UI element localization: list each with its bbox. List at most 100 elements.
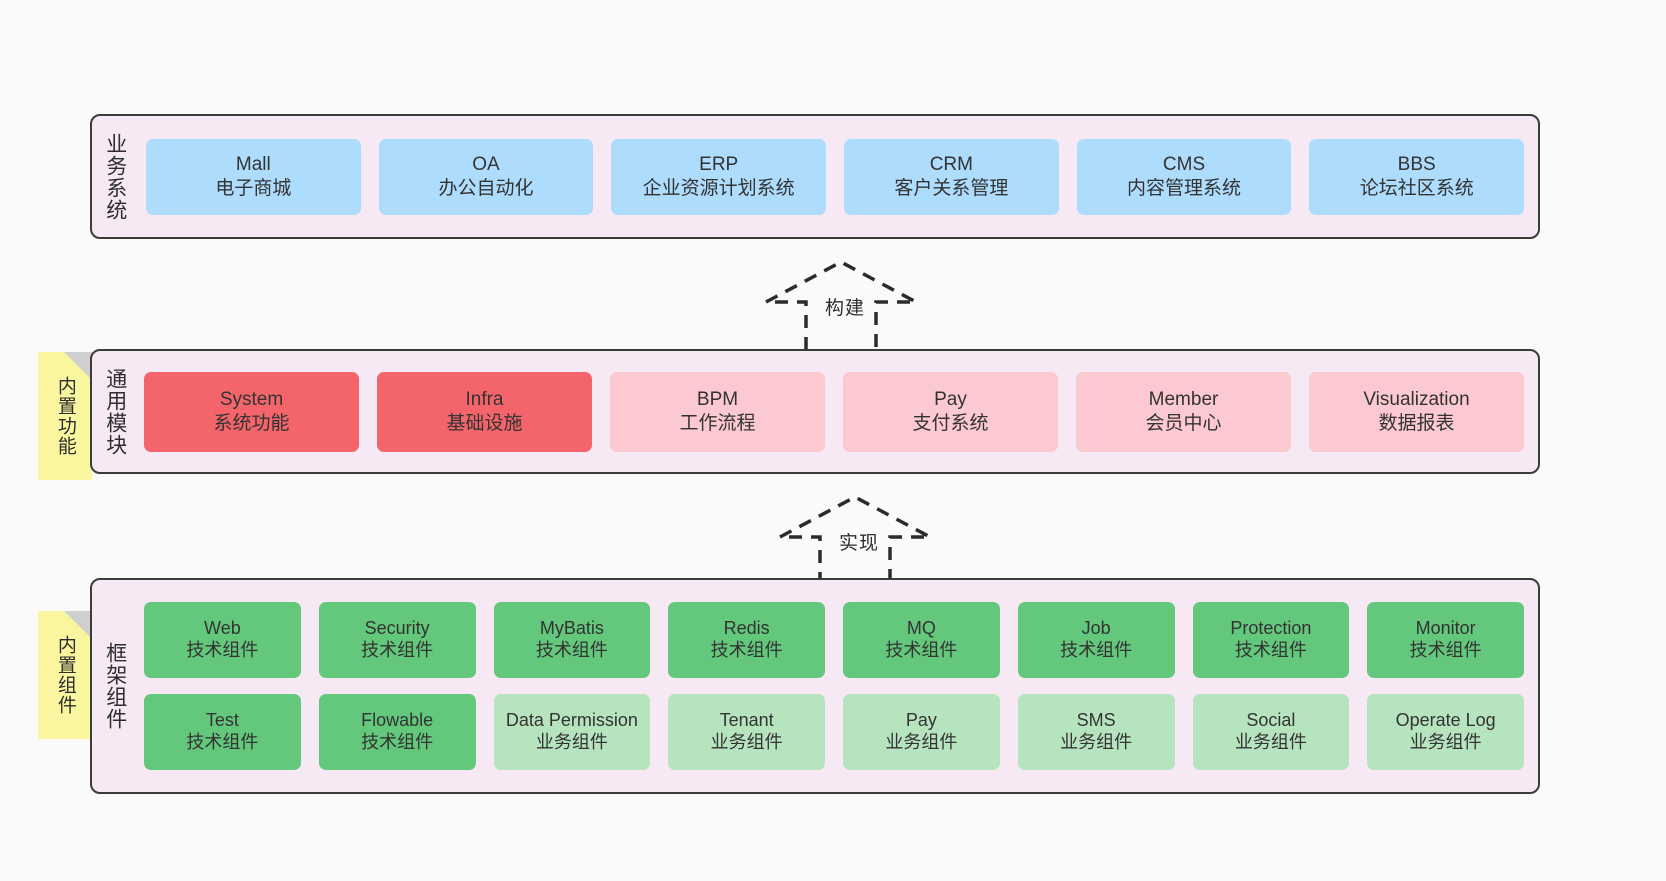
framework-card-job[interactable]: Job 技术组件: [1017, 602, 1175, 678]
card-subtitle: 客户关系管理: [894, 177, 1009, 199]
dashed-up-arrow-icon: [765, 260, 917, 350]
business-layer-title: 业务系统: [103, 132, 127, 221]
framework-component-layer: 框架组件 Web 技术组件 Security 技术组件 MyBatis 技术组件…: [90, 578, 1540, 794]
card-subtitle: 技术组件: [361, 640, 434, 660]
card-subtitle: 工作流程: [679, 412, 756, 434]
common-module-layer: 通用模块 System 系统功能 Infra 基础设施 BPM 工作流程 Pay: [90, 349, 1540, 474]
card-subtitle: 业务组件: [710, 732, 783, 752]
framework-card-data-permission[interactable]: Data Permission 业务组件: [493, 694, 651, 770]
card-subtitle: 技术组件: [885, 640, 958, 660]
card-subtitle: 业务组件: [1409, 732, 1482, 752]
card-title: MyBatis: [539, 618, 604, 639]
card-subtitle: 基础设施: [446, 412, 523, 434]
business-card-mall[interactable]: Mall 电子商城: [146, 138, 361, 215]
module-card-bpm[interactable]: BPM 工作流程: [610, 371, 825, 452]
module-layer-title: 通用模块: [103, 367, 127, 456]
card-subtitle: 技术组件: [1234, 640, 1307, 660]
card-subtitle: 技术组件: [1409, 640, 1482, 660]
card-title: Monitor: [1415, 618, 1476, 639]
card-title: Infra: [465, 389, 504, 411]
card-subtitle: 业务组件: [1234, 732, 1307, 752]
module-card-member[interactable]: Member 会员中心: [1076, 371, 1291, 452]
card-subtitle: 技术组件: [710, 640, 783, 660]
card-subtitle: 技术组件: [535, 640, 608, 660]
framework-card-mq[interactable]: MQ 技术组件: [843, 602, 1000, 678]
card-title: Data Permission: [505, 710, 638, 731]
card-subtitle: 技术组件: [186, 732, 259, 752]
card-subtitle: 电子商城: [215, 177, 292, 199]
card-title: Security: [364, 618, 430, 639]
business-card-erp[interactable]: ERP 企业资源计划系统: [611, 138, 827, 215]
card-title: Flowable: [361, 710, 434, 731]
card-title: Visualization: [1363, 389, 1470, 411]
card-subtitle: 系统功能: [213, 412, 290, 434]
framework-card-mybatis[interactable]: MyBatis 技术组件: [493, 602, 651, 678]
dashed-up-arrow-icon: [779, 495, 931, 585]
business-card-crm[interactable]: CRM 客户关系管理: [844, 138, 1059, 215]
common-module-row: System 系统功能 Infra 基础设施 BPM 工作流程 Pay 支付系统…: [144, 371, 1524, 452]
framework-card-protection[interactable]: Protection 技术组件: [1192, 602, 1350, 678]
framework-card-redis[interactable]: Redis 技术组件: [668, 602, 825, 678]
card-title: ERP: [699, 154, 739, 176]
framework-layer-title: 框架组件: [103, 642, 127, 730]
card-title: Operate Log: [1395, 710, 1496, 731]
framework-business-row: Test 技术组件 Flowable 技术组件 Data Permission …: [144, 694, 1524, 770]
card-subtitle: 业务组件: [1060, 732, 1133, 752]
card-title: Social: [1246, 710, 1296, 731]
card-title: BBS: [1397, 154, 1436, 176]
framework-card-social[interactable]: Social 业务组件: [1192, 694, 1350, 770]
module-card-infra[interactable]: Infra 基础设施: [377, 371, 592, 452]
framework-card-pay[interactable]: Pay 业务组件: [843, 694, 1000, 770]
framework-card-flowable[interactable]: Flowable 技术组件: [318, 694, 476, 770]
card-title: CMS: [1162, 154, 1206, 176]
card-title: SMS: [1076, 710, 1116, 731]
module-card-visualization[interactable]: Visualization 数据报表: [1309, 371, 1524, 452]
framework-card-monitor[interactable]: Monitor 技术组件: [1367, 602, 1524, 678]
business-card-bbs[interactable]: BBS 论坛社区系统: [1309, 138, 1525, 215]
card-subtitle: 会员中心: [1145, 412, 1222, 434]
card-subtitle: 技术组件: [361, 732, 434, 752]
build-arrow: 构建: [756, 258, 926, 350]
card-title: Redis: [723, 618, 770, 639]
card-subtitle: 论坛社区系统: [1359, 177, 1474, 199]
card-subtitle: 技术组件: [1060, 640, 1133, 660]
framework-card-web[interactable]: Web 技术组件: [144, 602, 301, 678]
card-title: OA: [472, 154, 500, 176]
framework-card-test[interactable]: Test 技术组件: [144, 694, 301, 770]
card-title: Protection: [1230, 618, 1312, 639]
sticky-label: 内置功能: [54, 376, 76, 456]
card-subtitle: 技术组件: [186, 640, 259, 660]
framework-card-operate-log[interactable]: Operate Log 业务组件: [1367, 694, 1524, 770]
card-title: Pay: [934, 389, 967, 411]
card-title: Test: [205, 710, 239, 731]
framework-card-tenant[interactable]: Tenant 业务组件: [668, 694, 825, 770]
card-title: Job: [1081, 618, 1111, 639]
module-card-system[interactable]: System 系统功能: [144, 371, 359, 452]
card-title: Mall: [235, 154, 271, 176]
card-subtitle: 企业资源计划系统: [642, 177, 795, 199]
card-subtitle: 内容管理系统: [1127, 177, 1242, 199]
card-subtitle: 办公自动化: [438, 177, 534, 199]
business-card-oa[interactable]: OA 办公自动化: [378, 138, 594, 215]
framework-layer-body: Web 技术组件 Security 技术组件 MyBatis 技术组件 Redi…: [138, 580, 1538, 792]
card-subtitle: 支付系统: [912, 412, 989, 434]
business-system-layer: 业务系统 Mall 电子商城 OA 办公自动化 ERP 企业资源计划系统 CRM: [90, 114, 1540, 239]
framework-tech-row: Web 技术组件 Security 技术组件 MyBatis 技术组件 Redi…: [144, 602, 1524, 678]
business-card-cms[interactable]: CMS 内容管理系统: [1076, 138, 1292, 215]
card-subtitle: 数据报表: [1378, 412, 1455, 434]
card-title: System: [219, 389, 284, 411]
card-subtitle: 业务组件: [535, 732, 608, 752]
build-arrow-label: 构建: [824, 298, 865, 319]
module-layer-body: System 系统功能 Infra 基础设施 BPM 工作流程 Pay 支付系统…: [138, 351, 1538, 472]
module-card-pay[interactable]: Pay 支付系统: [843, 371, 1058, 452]
implement-arrow: 实现: [770, 493, 940, 585]
framework-card-sms[interactable]: SMS 业务组件: [1017, 694, 1175, 770]
business-system-row: Mall 电子商城 OA 办公自动化 ERP 企业资源计划系统 CRM 客户关系…: [146, 138, 1525, 215]
sticky-label: 内置组件: [54, 635, 76, 715]
sticky-note-builtin-component: 内置组件: [38, 611, 92, 739]
business-layer-body: Mall 电子商城 OA 办公自动化 ERP 企业资源计划系统 CRM 客户关系…: [138, 116, 1538, 237]
card-title: Pay: [905, 710, 937, 731]
framework-card-security[interactable]: Security 技术组件: [318, 602, 476, 678]
card-subtitle: 业务组件: [885, 732, 958, 752]
